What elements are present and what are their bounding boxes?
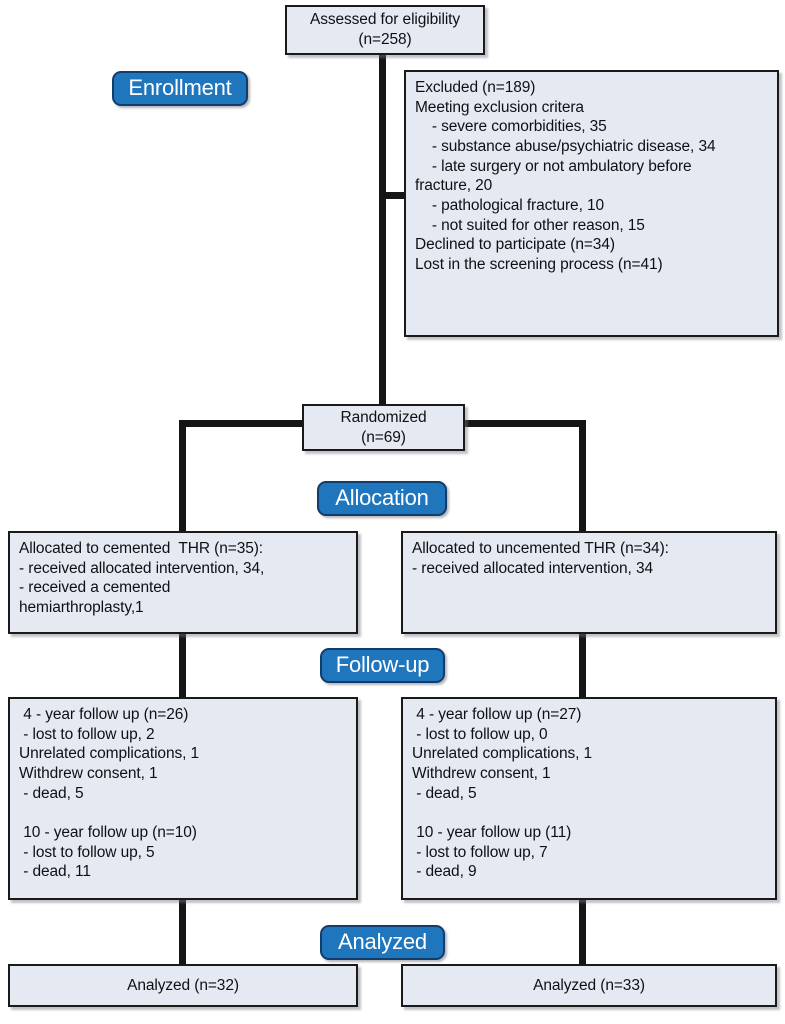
box-followup-uncemented: 4 - year follow up (n=27) - lost to foll…: [401, 697, 777, 900]
connector-trunk-to-excluded: [379, 192, 407, 199]
stage-badge-analyzed: Analyzed: [320, 925, 445, 960]
box-analyzed-uncemented: Analyzed (n=33): [401, 964, 777, 1007]
connector-allocated-right-to-followup-right: [579, 634, 586, 700]
box-randomized: Randomized (n=69): [302, 404, 465, 451]
connector-allocated-left-to-followup-left: [179, 634, 186, 700]
box-allocated-cemented: Allocated to cemented THR (n=35): - rece…: [8, 531, 358, 634]
stage-badge-allocation: Allocation: [317, 481, 447, 516]
connector-randomized-to-allocated-right: [579, 420, 586, 532]
box-excluded: Excluded (n=189) Meeting exclusion crite…: [404, 70, 779, 337]
connector-randomized-to-allocated-left: [179, 420, 186, 532]
connector-followup-left-to-analyzed-left: [179, 900, 186, 964]
box-analyzed-cemented: Analyzed (n=32): [8, 964, 358, 1007]
box-assessed-for-eligibility: Assessed for eligibility (n=258): [285, 5, 485, 55]
box-allocated-uncemented: Allocated to uncemented THR (n=34): - re…: [401, 531, 777, 634]
box-followup-cemented: 4 - year follow up (n=26) - lost to foll…: [8, 697, 358, 900]
stage-badge-followup: Follow-up: [320, 648, 445, 683]
connector-followup-right-to-analyzed-right: [579, 900, 586, 964]
stage-badge-enrollment: Enrollment: [112, 71, 248, 106]
connector-assessed-to-randomized: [379, 54, 386, 406]
